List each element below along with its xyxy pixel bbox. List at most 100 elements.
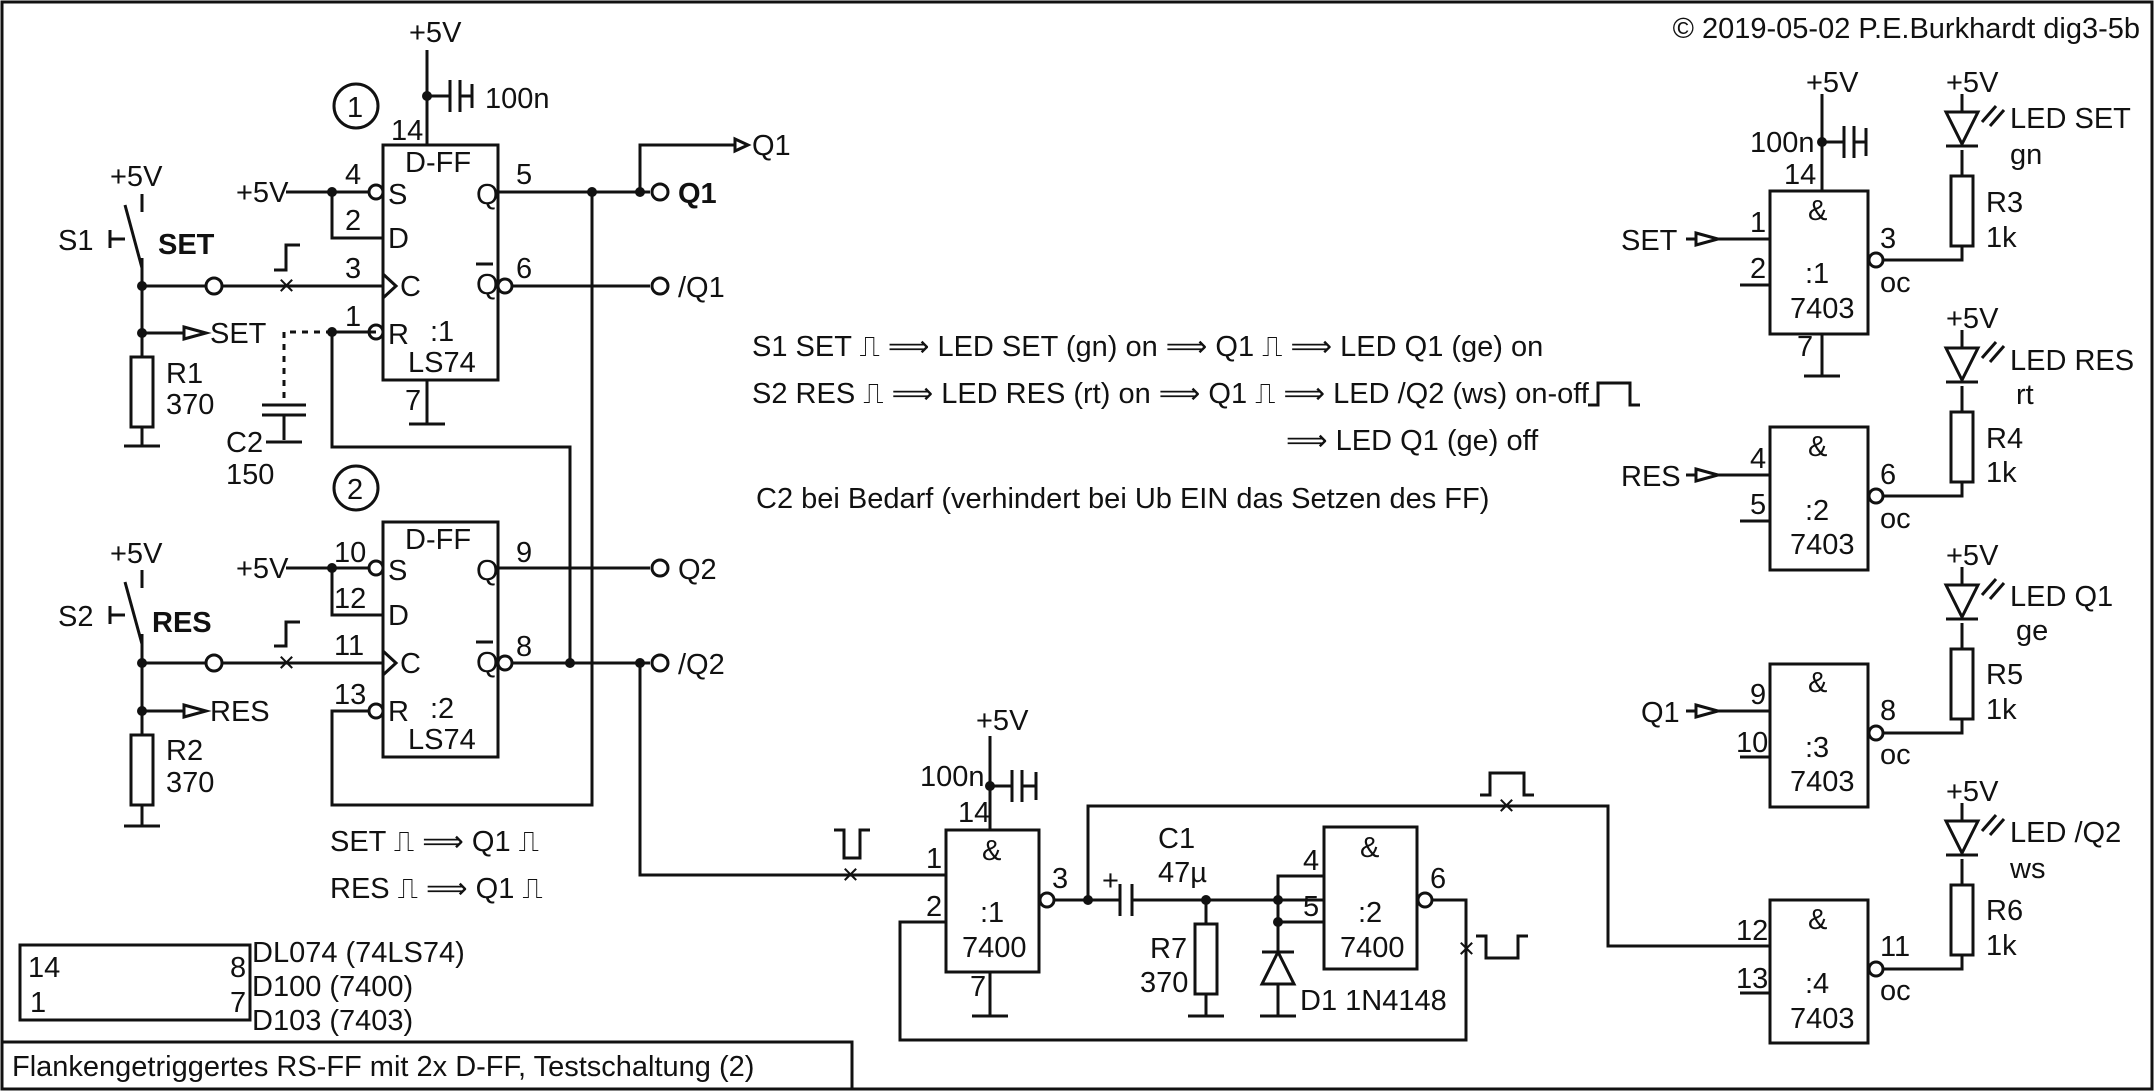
nq2-label: /Q2 [678,649,725,681]
dff1-part: LS74 [408,347,476,379]
set-net-label: SET [210,318,267,350]
d1-body [1259,948,1297,986]
r6-body [1949,883,1975,957]
r6-value: 1k [1986,930,2017,962]
ic-pin-8: 8 [230,952,246,984]
d1-label: D1 1N4148 [1300,985,1447,1017]
dff1-pin-vcc: 14 [391,115,423,147]
nand1-sym: & [982,835,1001,867]
q1-pin[interactable] [650,182,670,202]
led-res-label: LED RES [2010,345,2134,377]
led-q1-symbol [1943,583,1981,621]
led-set-vcc: +5V [1946,67,1999,99]
led-set-label: LED SET [2010,103,2131,135]
driver4-pin-b: 13 [1736,963,1768,995]
nand1-pin-out: 3 [1052,863,1068,895]
r4-body [1949,410,1975,484]
driver2-pin-a: 4 [1750,443,1766,475]
q2-pin[interactable] [650,558,670,578]
ic-legend-line-3: D103 (7403) [252,1005,413,1037]
driver-3: & :3 7403 9 10 8 oc Q1 R5 1k +5V LED Q1 … [1641,540,2113,809]
driver1-pin-out: 3 [1880,223,1896,255]
driver2-pin-b: 5 [1750,489,1766,521]
s1-vcc: +5V [110,161,163,193]
c2-value: 150 [226,459,274,491]
dff2-r-inversion [367,702,385,720]
marker-2: 2 [347,474,363,506]
led-q1-label: LED Q1 [2010,581,2113,613]
footer-title: Flankengetriggertes RS-FF mit 2x D-FF, T… [12,1051,754,1083]
led-nq2-color: ws [2009,853,2045,885]
driver1-sym: & [1808,195,1827,227]
nand2-pin-b: 5 [1303,891,1319,923]
driver4-pin-out: 11 [1880,931,1910,963]
driver4-part: 7403 [1790,1003,1855,1035]
note-line-2-pulse [1588,381,1640,407]
r7-body [1193,922,1219,996]
s1-name: S1 [58,225,93,257]
dff1-pin-gnd: 7 [405,385,421,417]
led-nq2-label: LED /Q2 [2010,817,2121,849]
dff1-label-nq: Q [476,269,499,301]
dff1-name: :1 [430,316,454,348]
res-net-label: RES [210,696,270,728]
nand2-pin-a: 4 [1303,845,1319,877]
s2-switch-blade [123,581,144,645]
marker-1: 1 [347,92,363,124]
driver3-oc: oc [1880,739,1911,771]
res-edge-pulse [274,620,300,648]
r3-value: 1k [1986,222,2017,254]
dff2-label-c: C [400,648,421,680]
res-test-point[interactable] [204,653,224,673]
led-res-symbol [1943,346,1981,384]
dff2-type: D-FF [405,524,471,556]
driver2-name: :2 [1805,495,1829,527]
driver3-part: 7403 [1790,766,1855,798]
dff1-pin-c: 3 [345,253,361,285]
driver3-pin-out: 8 [1880,695,1896,727]
driver4-output-inversion [1867,960,1885,978]
nand2-body [1322,825,1419,971]
r2-name: R2 [166,735,203,767]
dff2-pin-r: 13 [334,679,366,711]
nand2-part: 7400 [1340,932,1405,964]
set-cross: × [278,270,295,302]
ic-pin-7: 7 [230,987,246,1019]
driver2-oc: oc [1880,503,1911,535]
nand1-name: :1 [980,897,1004,929]
dff2-s-inversion [367,559,385,577]
driver-1: & :1 7403 1 2 3 oc 14 7 SET +5V 100n R3 … [1621,67,2131,378]
dff1-label-d: D [388,223,409,255]
nq1-pin[interactable] [650,276,670,296]
driver3-name: :3 [1805,732,1829,764]
dff2-label-q: Q [476,555,499,587]
driver3-sym: & [1808,667,1827,699]
c1-plus: + [1102,865,1119,897]
nq2-pin[interactable] [650,653,670,673]
dff2-clock-mark [381,649,399,677]
dff1-label-s: S [388,179,407,211]
nand2-sym: & [1360,832,1379,864]
driver1-cap-label: 100n [1750,127,1815,159]
set-test-point[interactable] [204,276,224,296]
nand1-pin-b: 2 [926,891,942,923]
driver2-in: RES [1621,461,1681,493]
dff1-pin-r: 1 [345,301,361,333]
dff1-pin-d: 2 [345,205,361,237]
nand-pulse-circuit: & :1 7400 1 2 3 14 7 +5V 100n × × + [834,705,1766,1042]
driver4-name: :4 [1805,968,1829,1000]
s1-label: SET [158,229,215,261]
dff1-label-r: R [388,319,409,351]
dff2-pin-nq: 8 [516,631,532,663]
led-q1-vcc: +5V [1946,540,1999,572]
nand1-output-inversion [1038,891,1056,909]
feedback-pulse [1480,771,1534,797]
s2-label: RES [152,607,212,639]
r1-name: R1 [166,358,203,390]
driver3-body [1768,662,1870,809]
c1-value: 47µ [1158,857,1207,889]
driver1-pin-vcc: 14 [1784,159,1816,191]
r5-value: 1k [1986,694,2017,726]
led-res-vcc: +5V [1946,303,1999,335]
